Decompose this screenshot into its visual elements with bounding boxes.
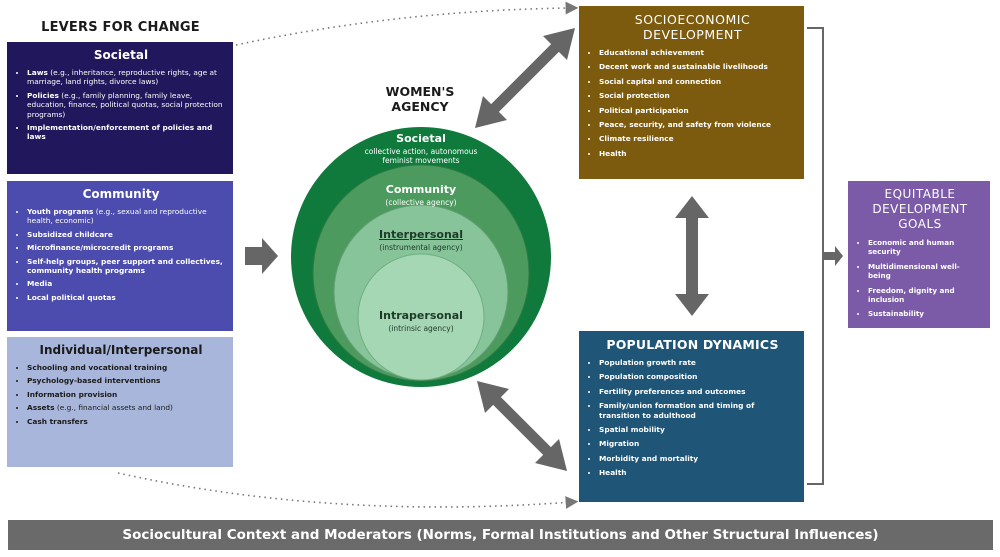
list-item: Subsidized childcare [27,230,225,239]
ring-community-label: Community (collective agency) [351,183,491,207]
arrow-to-goals [823,246,843,266]
socioeconomic-heading-line1: SOCIOECONOMIC [634,12,751,27]
ring-community-sub: (collective agency) [385,198,457,207]
individual-heading: Individual/Interpersonal [39,343,203,357]
list-item: Political participation [599,106,796,115]
list-item: Cash transfers [27,417,225,426]
double-arrow-socio-pop [675,196,709,316]
list-item: Population growth rate [599,358,796,367]
ring-intrapersonal-label: Intrapersonal (intrinsic agency) [351,309,491,333]
list-item: Population composition [599,372,796,381]
list-item: Multidimensional well-being [868,262,982,281]
list-item: Assets (e.g., financial assets and land) [27,403,225,412]
agency-circles [291,127,551,387]
ring-intrapersonal-title: Intrapersonal [379,309,463,322]
agency-title-line2: AGENCY [391,99,449,114]
list-item: Health [599,149,796,158]
socioeconomic-heading-line2: DEVELOPMENT [642,27,743,42]
list-item: Educational achievement [599,48,796,57]
socioeconomic-list: Educational achievement Decent work and … [589,48,796,158]
ring-community-title: Community [385,183,457,196]
list-item: Self-help groups, peer support and colle… [27,257,225,276]
dotted-arc-top [235,1,579,46]
double-arrow-agency-socio [475,28,575,128]
goals-heading-line1: EQUITABLE [884,187,956,201]
community-levers-box: Community Youth programs (e.g., sexual a… [7,181,233,331]
list-item: Sustainability [868,309,982,318]
list-item: Health [599,468,796,477]
list-item: Freedom, dignity and inclusion [868,286,982,305]
list-item: Schooling and vocational training [27,363,225,372]
goals-heading-line3: GOALS [898,217,942,231]
population-heading: POPULATION DYNAMICS [606,337,779,352]
socioeconomic-box: SOCIOECONOMIC DEVELOPMENT Educational ac… [579,6,804,179]
list-item: Media [27,279,225,288]
ring-interpersonal-sub: (instrumental agency) [379,243,463,252]
list-item: Family/union formation and timing of tra… [599,401,796,420]
societal-levers-box: Societal Laws (e.g., inheritance, reprod… [7,42,233,174]
population-list: Population growth rate Population compos… [589,358,796,478]
list-item: Implementation/enforcement of policies a… [27,123,225,142]
list-item: Peace, security, and safety from violenc… [599,120,796,129]
levers-title: LEVERS FOR CHANGE [41,20,200,35]
agency-title-line1: WOMEN'S [385,84,455,99]
list-item: Social capital and connection [599,77,796,86]
sociocultural-context-bar: Sociocultural Context and Moderators (No… [8,520,993,550]
dotted-arc-bottom [117,472,579,509]
ring-societal-label: Societal collective action, autonomous f… [351,132,491,165]
list-item: Morbidity and mortality [599,454,796,463]
ring-interpersonal-label: Interpersonal (instrumental agency) [351,228,491,252]
list-item: Fertility preferences and outcomes [599,387,796,396]
list-item: Laws (e.g., inheritance, reproductive ri… [27,68,225,87]
list-item: Economic and human security [868,238,982,257]
population-box: POPULATION DYNAMICS Population growth ra… [579,331,804,502]
arrow-levers-to-agency [245,238,278,274]
societal-list: Laws (e.g., inheritance, reproductive ri… [17,68,225,142]
list-item: Policies (e.g., family planning, family … [27,91,225,119]
goals-heading: EQUITABLE DEVELOPMENT GOALS [858,187,982,232]
individual-levers-box: Individual/Interpersonal Schooling and v… [7,337,233,467]
agency-title: WOMEN'S AGENCY [360,84,480,114]
list-item: Climate resilience [599,134,796,143]
ring-intrapersonal-sub: (intrinsic agency) [388,324,454,333]
ring-intrapersonal [357,253,485,381]
goals-list: Economic and human security Multidimensi… [858,238,982,319]
outcome-bracket [807,27,824,485]
ring-societal-sub: collective action, autonomous feminist m… [364,147,478,165]
list-item: Decent work and sustainable livelihoods [599,62,796,71]
societal-heading: Societal [93,48,149,62]
goals-heading-line2: DEVELOPMENT [872,202,968,216]
list-item: Information provision [27,390,225,399]
list-item: Spatial mobility [599,425,796,434]
ring-interpersonal-title: Interpersonal [379,228,463,241]
socioeconomic-heading: SOCIOECONOMIC DEVELOPMENT [589,12,796,42]
list-item: Microfinance/microcredit programs [27,243,225,252]
ring-societal-title: Societal [396,132,446,145]
list-item: Social protection [599,91,796,100]
list-item: Psychology-based interventions [27,376,225,385]
list-item: Youth programs (e.g., sexual and reprodu… [27,207,225,226]
double-arrow-agency-pop [477,381,567,471]
community-heading: Community [82,187,160,201]
list-item: Local political quotas [27,293,225,302]
goals-box: EQUITABLE DEVELOPMENT GOALS Economic and… [848,181,990,328]
community-list: Youth programs (e.g., sexual and reprodu… [17,207,225,302]
list-item: Migration [599,439,796,448]
individual-list: Schooling and vocational training Psycho… [17,363,225,426]
